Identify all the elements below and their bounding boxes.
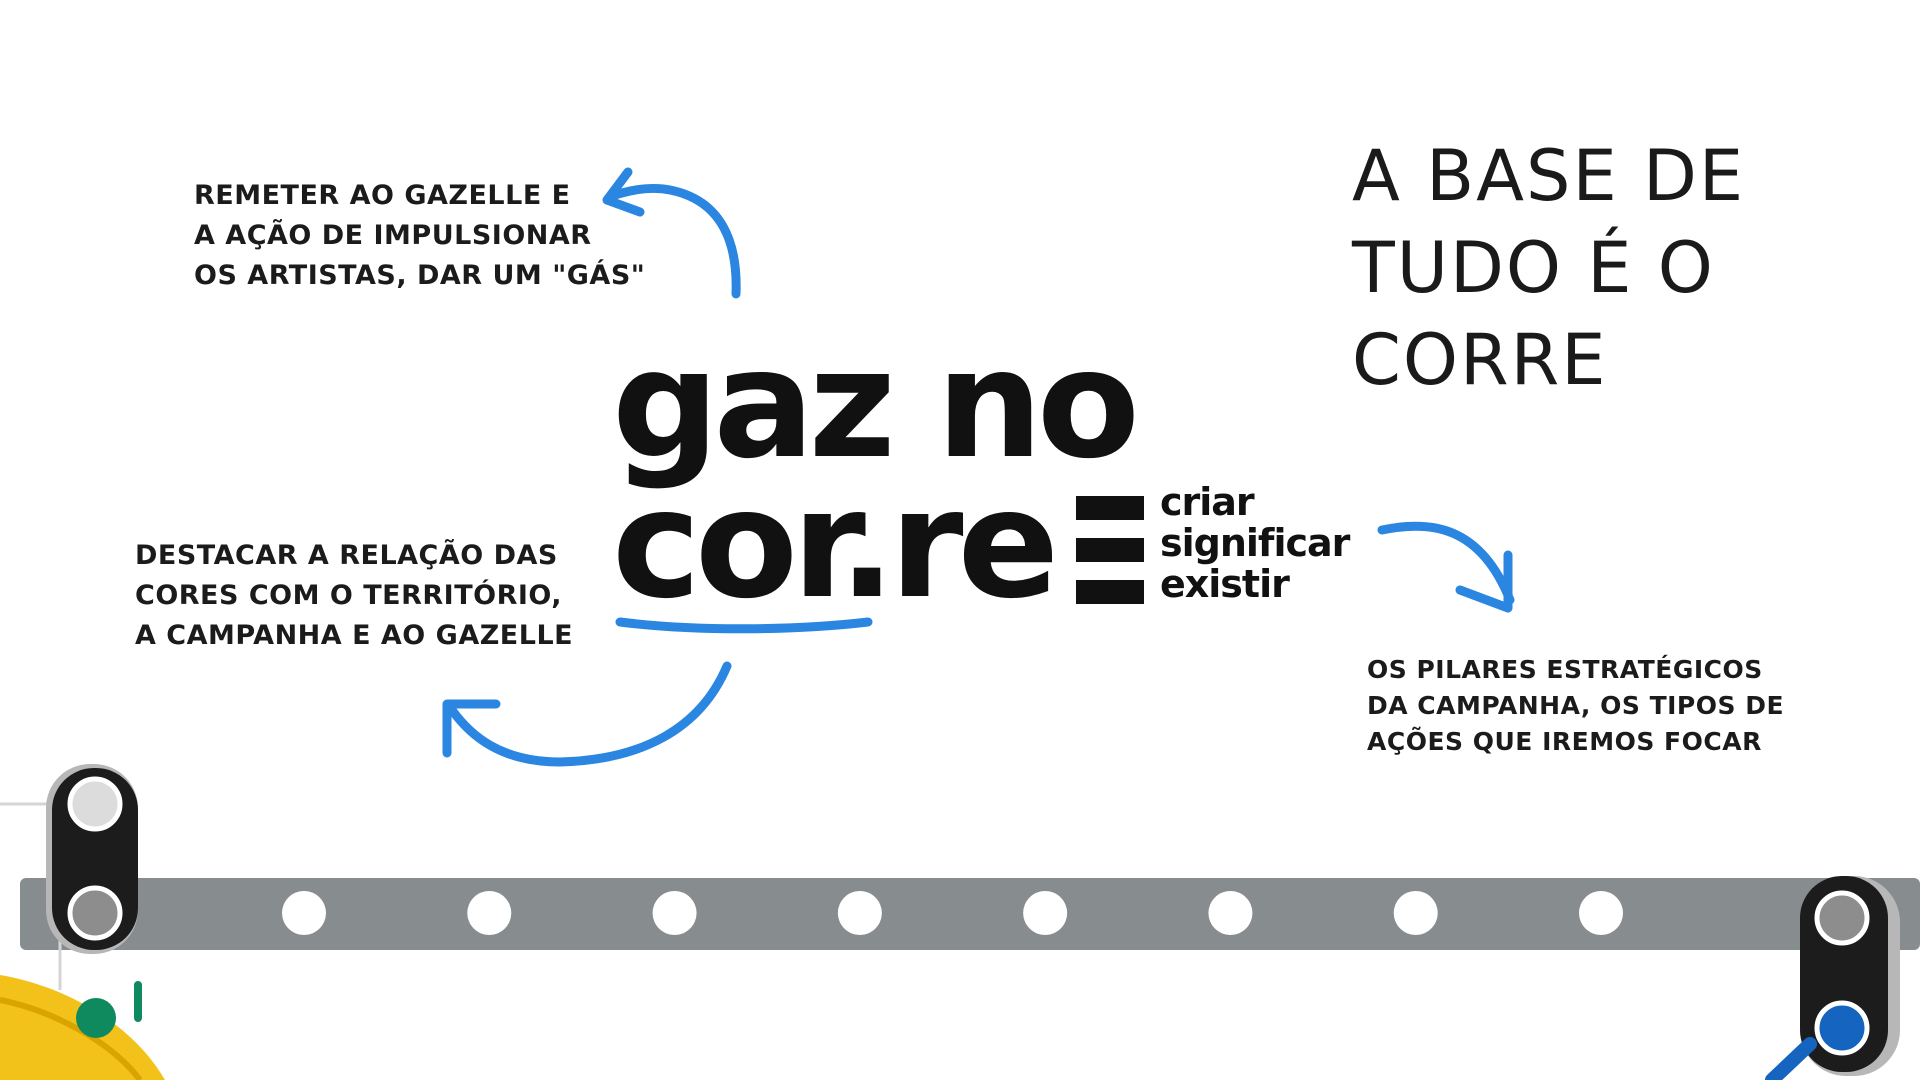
track-stop-dot [282, 891, 326, 935]
note-strategic-pillars: OS PILARES ESTRATÉGICOS DA CAMPANHA, OS … [1367, 652, 1784, 760]
note-line: A AÇÃO DE IMPULSIONAR [194, 220, 592, 251]
train-signal-icon [1800, 876, 1900, 1076]
base-heading: A BASE DE TUDO É O CORRE [1352, 130, 1745, 406]
note-line: REMETER AO GAZELLE E [194, 180, 571, 211]
bar [1076, 496, 1144, 520]
heading-line: CORRE [1352, 319, 1608, 401]
train-signal-icon [0, 764, 138, 990]
equals-bars-icon [1076, 496, 1144, 604]
track-stop-dot [1579, 891, 1623, 935]
logo-line-correr: cor.re [612, 458, 1059, 632]
note-gazelle-impulse: REMETER AO GAZELLE E A AÇÃO DE IMPULSION… [194, 176, 645, 296]
note-line: CORES COM O TERRITÓRIO, [135, 580, 563, 611]
heading-line: TUDO É O [1352, 227, 1715, 309]
track-stop-dot [1393, 891, 1438, 935]
pillar-item: existir [1160, 562, 1290, 606]
track-stop-dot [652, 891, 697, 935]
note-line: DA CAMPANHA, OS TIPOS DE [1367, 691, 1785, 720]
note-line: AÇÕES QUE IREMOS FOCAR [1367, 727, 1762, 756]
note-line: A CAMPANHA E AO GAZELLE [135, 620, 574, 651]
note-line: DESTACAR A RELAÇÃO DAS [135, 540, 558, 571]
note-line: OS PILARES ESTRATÉGICOS [1367, 655, 1763, 684]
blue-track-line [1765, 1037, 1817, 1080]
bar [1076, 538, 1144, 562]
logo-line-gaz-no: gaz no [612, 318, 1140, 492]
track-stops [282, 891, 1623, 935]
track-stop-dot [837, 891, 882, 935]
note-line: OS ARTISTAS, DAR UM "GÁS" [194, 260, 646, 291]
corner-photo-fragment [0, 975, 165, 1080]
logo-pillars-list: criar significar existir [1160, 480, 1350, 606]
track-stop-dot [1023, 891, 1068, 935]
pillar-item: criar [1160, 480, 1255, 524]
bar [1076, 580, 1144, 604]
heading-line: A BASE DE [1352, 135, 1746, 217]
track-stop-dot [1208, 891, 1253, 935]
note-colors-territory: DESTACAR A RELAÇÃO DAS CORES COM O TERRI… [135, 536, 573, 656]
track-stop-dot [467, 891, 512, 935]
pillar-item: significar [1160, 521, 1350, 565]
